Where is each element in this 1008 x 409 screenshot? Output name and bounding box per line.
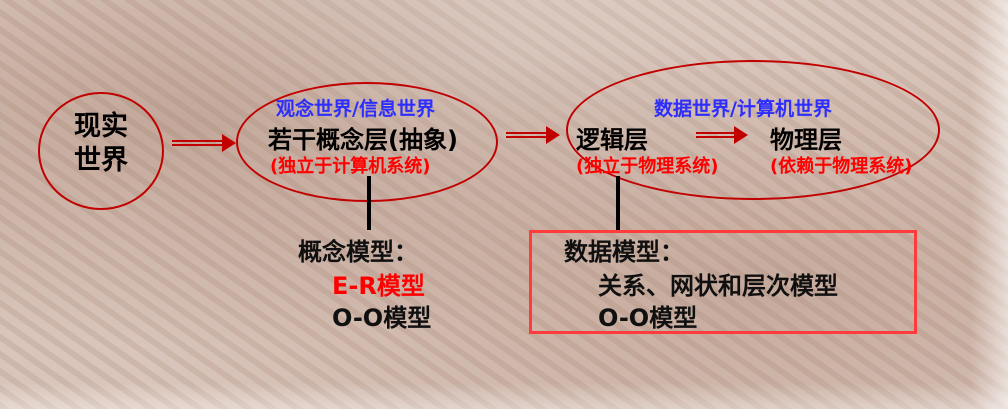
- reality-line1: 现实: [74, 111, 128, 142]
- logical-note: (独立于物理系统): [576, 156, 719, 177]
- data-world-title: 数据世界/计算机世界: [654, 98, 832, 120]
- concept-model-er: E-R模型: [332, 272, 425, 300]
- logical-connector-line: [616, 176, 620, 230]
- logical-main: 逻辑层: [576, 126, 648, 154]
- data-model-oo: O-O模型: [598, 304, 698, 332]
- data-models-box: [529, 230, 917, 334]
- concept-connector-line: [367, 176, 371, 230]
- reality-ellipse: [38, 92, 164, 210]
- concept-to-logical-arrow: [506, 126, 560, 144]
- logical-to-physical-arrow: [696, 126, 748, 144]
- concept-world-main: 若干概念层(抽象): [268, 126, 458, 154]
- physical-note: (依赖于物理系统): [770, 156, 913, 177]
- concept-world-title: 观念世界/信息世界: [276, 98, 435, 120]
- bottom-edge-band: [0, 383, 1008, 409]
- right-edge-band: [970, 0, 1008, 409]
- concept-model-oo: O-O模型: [332, 304, 432, 332]
- concept-world-note: (独立于计算机系统): [270, 156, 431, 177]
- concept-models-heading: 概念模型：: [298, 238, 418, 266]
- reality-line2: 世界: [74, 145, 128, 176]
- reality-to-concept-arrow: [172, 134, 236, 152]
- data-models-heading: 数据模型：: [564, 238, 684, 266]
- physical-main: 物理层: [770, 126, 842, 154]
- data-model-relational: 关系、网状和层次模型: [598, 272, 838, 300]
- data-world-ellipse: [566, 60, 940, 200]
